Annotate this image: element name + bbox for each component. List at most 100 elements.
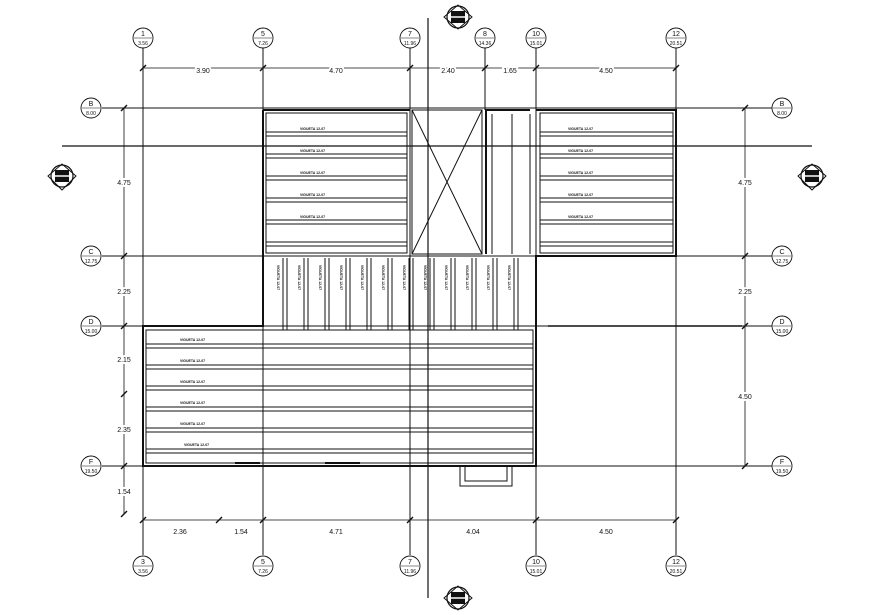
joist-labels-vertical: VIGUETA 12-07 VIGUETA 12-07 VIGUETA 12-0… <box>276 265 511 290</box>
dimensions-bottom: 2.36 1.54 4.71 4.04 4.50 <box>173 529 613 536</box>
grid-bubbles-right: B 8.00 C 12.75 D 15.00 F 19.50 <box>776 101 789 475</box>
joist-labels-lower: VIGUETA 12-07 VIGUETA 12-07 VIGUETA 12-0… <box>180 338 209 447</box>
grid-bubbles-top: 1 3.56 5 7.26 7 11.96 8 14.36 10 15.01 1… <box>138 31 682 47</box>
joists-lower <box>146 343 533 464</box>
grid-bubble-elev: 15.00 <box>776 329 789 335</box>
dim-top-1: 3.90 <box>196 68 210 75</box>
joist-label: VIGUETA 12-07 <box>180 401 205 405</box>
dim-top-bg: 4.50 <box>599 68 613 75</box>
dim-top-bg: 2.40 <box>441 68 455 75</box>
joist-label: VIGUETA 12-07 <box>180 422 205 426</box>
joists-upper-right <box>540 131 673 247</box>
landing-step <box>459 465 513 487</box>
dim-right-2: 2.25 <box>738 289 752 296</box>
dimensions-left: 4.75 4.75 2.25 2.25 2.15 2.15 2.35 2.35 … <box>115 178 133 498</box>
section-marker-bottom-icon <box>443 585 473 611</box>
joist-label: VIGUETA 12-07 <box>300 149 325 153</box>
grid-bubble-elev: 19.50 <box>776 469 789 475</box>
grid-bubble-label: 5 <box>261 559 265 566</box>
grid-bubble-label: C <box>779 249 784 256</box>
grid-bubble-label: 3 <box>141 559 145 566</box>
joist-label: VIGUETA 12-07 <box>568 215 593 219</box>
joist-label: VIGUETA 12-07 <box>486 265 490 290</box>
grid-bubble-elev: 15.00 <box>85 329 98 335</box>
joist-label: VIGUETA 12-07 <box>568 127 593 131</box>
grid-bubble-elev: 3.56 <box>138 41 148 47</box>
joist-label: VIGUETA 12-07 <box>381 265 385 290</box>
dim-left-bg: 1.54 <box>117 489 131 496</box>
joist-label: VIGUETA 12-07 <box>300 215 325 219</box>
grid-bubble-label: 7 <box>408 559 412 566</box>
dim-top-4: 1.65 <box>503 68 517 75</box>
grid-bubble-elev: 11.96 <box>404 569 416 575</box>
dim-left-5: 1.54 <box>117 489 131 496</box>
grid-bubble-elev: 8.00 <box>86 111 96 117</box>
grid-bubble-label: F <box>89 459 93 466</box>
dim-top-bg: 1.65 <box>503 68 517 75</box>
grid-bubble-label: 5 <box>261 31 265 38</box>
grid-bubble-elev: 15.01 <box>530 569 543 575</box>
grid-bubble-elev: 20.51 <box>670 569 683 575</box>
joist-label: VIGUETA 12-07 <box>465 265 469 290</box>
grid-bubble-elev: 20.51 <box>670 41 683 47</box>
grid-bubble-elev: 11.96 <box>404 41 416 47</box>
joist-label: VIGUETA 12-07 <box>180 359 205 363</box>
grid-bubble-label: F <box>780 459 784 466</box>
grid-bubble-label: 10 <box>532 31 540 38</box>
grid-bubble-elev: 19.50 <box>85 469 98 475</box>
dim-bottom-1: 2.36 <box>173 529 187 536</box>
grid-bubbles-left: B 8.00 C 12.75 D 15.00 F 19.50 <box>85 101 98 475</box>
dimension-ticks <box>120 64 749 524</box>
joist-label: VIGUETA 12-07 <box>184 443 209 447</box>
joist-label: VIGUETA 12-07 <box>568 193 593 197</box>
grid-bubble-label: 10 <box>532 559 540 566</box>
grid-bubble-label: B <box>89 101 94 108</box>
dimensions-right: 4.75 4.75 2.25 2.25 4.50 4.50 <box>736 178 754 403</box>
joist-label: VIGUETA 12-07 <box>318 265 322 290</box>
grid-bubble-elev: 3.56 <box>138 569 148 575</box>
joist-label: VIGUETA 12-07 <box>568 171 593 175</box>
joist-label: VIGUETA 12-07 <box>402 265 406 290</box>
joists-vertical-middle <box>282 258 519 330</box>
joist-label: VIGUETA 12-07 <box>507 265 511 290</box>
dim-bottom-5: 4.50 <box>599 529 613 536</box>
dim-left-bg: 2.25 <box>117 289 131 296</box>
grid-bubble-label: 1 <box>141 31 145 38</box>
dim-right-3: 4.50 <box>738 394 752 401</box>
joist-label: VIGUETA 12-07 <box>339 265 343 290</box>
joist-label: VIGUETA 12-07 <box>300 127 325 131</box>
joists-upper-left <box>266 131 407 247</box>
grid-bubble-label: 12 <box>672 31 680 38</box>
joist-label: VIGUETA 12-07 <box>297 265 301 290</box>
grid-bubble-elev: 7.26 <box>258 569 268 575</box>
grid-bubble-dividers <box>82 37 791 567</box>
dim-left-4: 2.35 <box>117 427 131 434</box>
grid-bubbles-bottom: 3 3.56 5 7.26 7 11.96 10 15.01 12 20.51 <box>138 559 682 575</box>
grid-bubble-label: 12 <box>672 559 680 566</box>
joist-label: VIGUETA 12-07 <box>423 265 427 290</box>
grid-bubble-elev: 8.00 <box>777 111 787 117</box>
dim-top-2: 4.70 <box>329 68 343 75</box>
dim-left-bg: 2.35 <box>117 427 131 434</box>
joist-label: VIGUETA 12-07 <box>360 265 364 290</box>
dim-left-bg: 2.15 <box>117 357 131 364</box>
dim-top-5: 4.50 <box>599 68 613 75</box>
dim-bottom-3: 4.71 <box>329 529 343 536</box>
dim-top-bg: 3.90 <box>196 68 210 75</box>
dim-right-bg: 4.75 <box>738 180 752 187</box>
joist-labels-upper-right: VIGUETA 12-07 VIGUETA 12-07 VIGUETA 12-0… <box>568 127 593 219</box>
grid-bubble-label: 8 <box>483 31 487 38</box>
grid-bubble-label: C <box>88 249 93 256</box>
grid-bubble-elev: 15.01 <box>530 41 543 47</box>
joist-labels-upper-left: VIGUETA 12-07 VIGUETA 12-07 VIGUETA 12-0… <box>300 127 325 219</box>
dim-top-3: 2.40 <box>441 68 455 75</box>
shaft-opening <box>411 109 531 255</box>
grid-bubble-label: D <box>779 319 784 326</box>
dim-left-1: 4.75 <box>117 180 131 187</box>
joist-label: VIGUETA 12-07 <box>276 265 280 290</box>
joist-label: VIGUETA 12-07 <box>180 338 205 342</box>
dim-right-bg: 4.50 <box>738 394 752 401</box>
joist-label: VIGUETA 12-07 <box>300 193 325 197</box>
dim-right-bg: 2.25 <box>738 289 752 296</box>
